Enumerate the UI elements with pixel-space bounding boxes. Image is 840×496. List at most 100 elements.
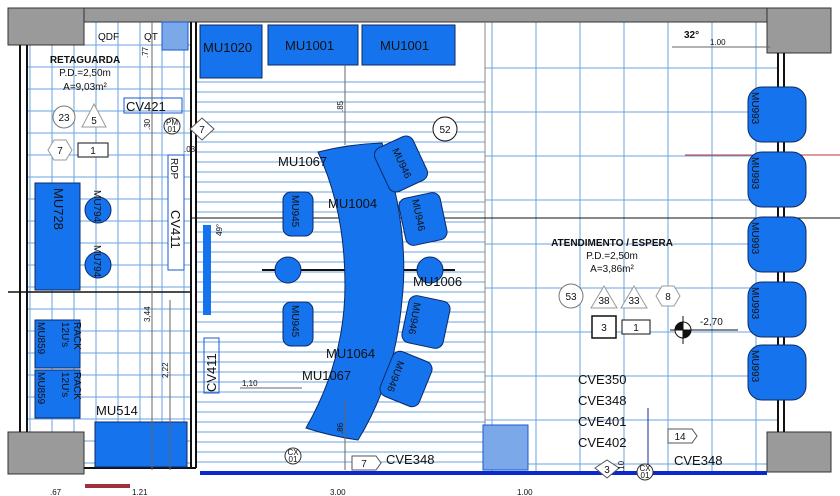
- dimension-label: .30: [143, 118, 152, 130]
- furniture-label: MU1067: [278, 154, 327, 169]
- room-name: RETAGUARDA: [50, 55, 120, 66]
- code-label: CVE348: [386, 452, 434, 467]
- tag: 3: [604, 465, 610, 476]
- mu945-chair: [282, 191, 314, 237]
- code-label: CVE402: [578, 435, 626, 450]
- mu993-chair: [747, 151, 807, 208]
- tag: 1: [90, 146, 96, 157]
- dimension-label: .85: [336, 100, 345, 112]
- furniture-label: MU1006: [413, 274, 462, 289]
- code-label: CVE350: [578, 372, 626, 387]
- tag: 1: [633, 323, 639, 334]
- dimension-label: .10: [617, 460, 626, 472]
- furniture-label: MU728: [51, 188, 66, 230]
- mu794-chair: [84, 196, 112, 224]
- furniture-label: MU945: [289, 195, 300, 228]
- symbol-label: PM: [166, 118, 178, 127]
- furniture-label: MU1004: [328, 196, 377, 211]
- tag: 3: [601, 323, 607, 334]
- tag: 14: [674, 432, 686, 443]
- dimension-label: .03: [184, 145, 196, 154]
- dimension-label: 1.00: [517, 488, 533, 496]
- mu946-chair: [398, 192, 448, 246]
- dimension-label: 2,22: [161, 362, 170, 378]
- tags: 23 5 7 1 7 52 53 38 33 8 3 1 14 7 3: [47, 102, 698, 479]
- furniture-label: MU794: [91, 190, 102, 223]
- code-labels: CV421 CV411 CV411 CVE350 CVE348 CVE401 C…: [123, 97, 722, 468]
- hatched-area: [482, 424, 529, 471]
- wall-panel: [203, 225, 211, 315]
- code-label: CV411: [168, 210, 183, 249]
- furniture-label: RACK: [71, 322, 82, 350]
- furniture-label: RACK: [71, 372, 82, 400]
- furniture-label: MU993: [749, 157, 760, 190]
- dimension-label: 1,10: [242, 379, 258, 388]
- mu1001-cabinet: [267, 24, 359, 66]
- rdp-panel: [167, 154, 185, 271]
- symbol-label: 01: [168, 125, 177, 134]
- room-height: P.D.=2,50m: [586, 251, 638, 262]
- hatched-area: [161, 21, 189, 51]
- room-name: ATENDIMENTO / ESPERA: [551, 238, 673, 249]
- mu946-chair: [379, 350, 433, 408]
- code-label: CVE348: [674, 453, 722, 468]
- furniture-label: QDF: [98, 32, 119, 43]
- furniture-label: RDP: [168, 158, 179, 179]
- mu946-chair: [373, 135, 429, 193]
- code-label: CVE401: [578, 414, 626, 429]
- furniture-label: MU514: [96, 403, 138, 418]
- dimension-label: .77: [141, 46, 150, 58]
- furniture-label: MU1064: [326, 346, 375, 361]
- tag: 8: [665, 292, 671, 303]
- mu728-cabinet: [34, 182, 81, 291]
- code-label: CVE348: [578, 393, 626, 408]
- symbol-label: CX: [287, 448, 299, 457]
- tag: 7: [199, 125, 205, 136]
- tag: 52: [439, 125, 451, 136]
- symbol-label: 01: [641, 471, 650, 480]
- tag: 5: [91, 116, 97, 127]
- mu945-chair: [282, 301, 314, 347]
- symbol-label: 01: [289, 455, 298, 464]
- mu946-chair: [401, 295, 451, 349]
- furniture-label: MU1067: [302, 368, 351, 383]
- tag: 7: [361, 459, 367, 470]
- furniture-label: 12U's: [59, 372, 70, 397]
- stool: [274, 256, 302, 284]
- dimension-label: 3,44: [143, 306, 152, 322]
- furniture-label: 12U's: [59, 322, 70, 347]
- dimension-label: 1.00: [710, 38, 726, 47]
- level-marker-icon: [670, 316, 738, 344]
- tag: 38: [598, 296, 610, 307]
- mu993-chair: [747, 344, 807, 401]
- tag: 23: [58, 113, 70, 124]
- furniture-label: MU794: [91, 245, 102, 278]
- furniture-label: MU1001: [285, 38, 334, 53]
- tag: 33: [628, 296, 640, 307]
- dimensions: .77 .30 .03 49° 3,44 2,22 1,10 .85 .86 3…: [50, 22, 770, 496]
- furniture-label: MU993: [749, 92, 760, 125]
- mu1020-workstation: [199, 24, 263, 79]
- stool: [416, 256, 444, 284]
- level-value: -2,70: [700, 317, 723, 328]
- furniture-label: MU945: [289, 305, 300, 338]
- dimension-label: 32°: [684, 30, 699, 41]
- mu993-chair: [747, 216, 807, 273]
- room-area: A=9,03m²: [63, 82, 107, 93]
- mu993-chair: [747, 281, 807, 338]
- dimension-label: 3.00: [330, 488, 346, 496]
- dimension-label: .67: [50, 488, 62, 496]
- room-area: A=3,86m²: [590, 264, 634, 275]
- furniture-label: MU993: [749, 222, 760, 255]
- dimension-label: 1.21: [132, 488, 148, 496]
- code-label: CV421: [126, 99, 166, 114]
- furniture: [34, 21, 807, 471]
- mu1001-cabinet: [361, 24, 456, 66]
- tag: 7: [57, 146, 63, 157]
- furniture-label: QT: [144, 32, 158, 43]
- dimension-label: .86: [336, 422, 345, 434]
- furniture-label: MU1001: [380, 38, 429, 53]
- mu514-cabinet: [94, 421, 188, 468]
